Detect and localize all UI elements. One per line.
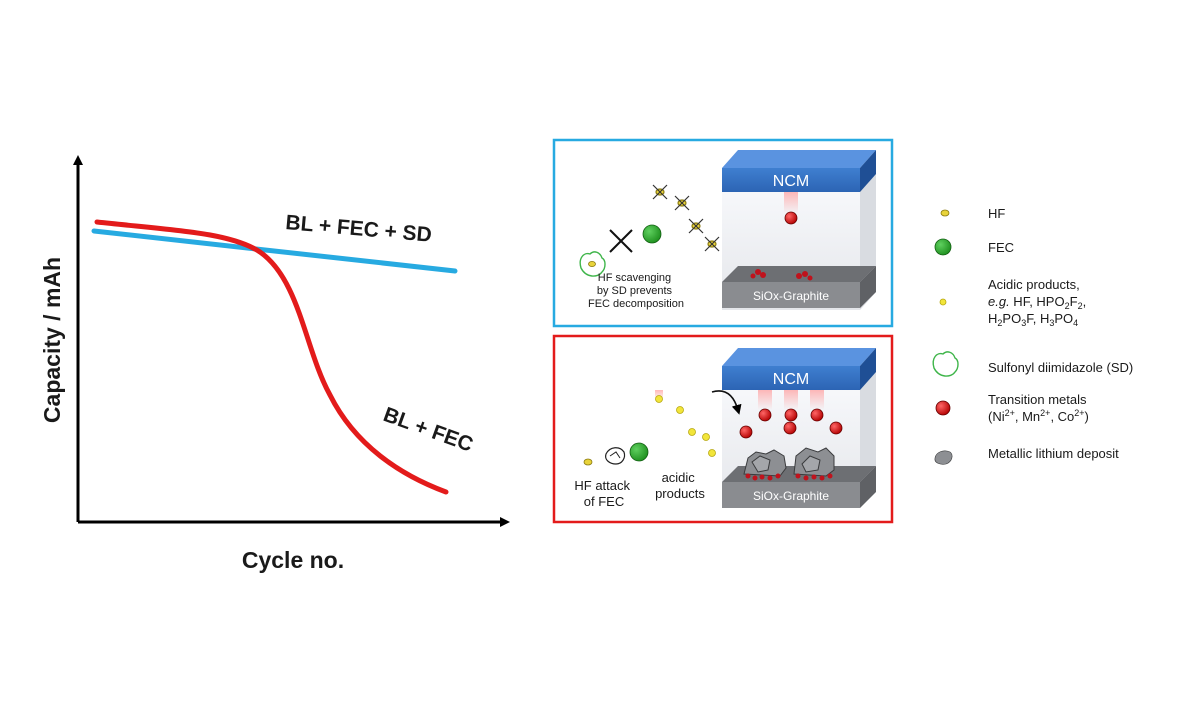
ncm-cathode bbox=[722, 168, 860, 192]
anode-label: SiOx-Graphite bbox=[753, 289, 829, 303]
legend-label-tm-line1: Transition metals bbox=[988, 392, 1087, 407]
transition-metal-icon bbox=[935, 400, 951, 416]
cell-with-sd: NCM SiOx-Graphite bbox=[722, 150, 876, 310]
block-cross-icon bbox=[609, 229, 633, 253]
hf-attack-caption: HF attack of FEC bbox=[574, 478, 633, 509]
red-deposit bbox=[745, 473, 833, 481]
acidic-products-dots bbox=[655, 390, 716, 457]
fec-molecule bbox=[642, 224, 662, 244]
legend-item-transition-metals: Transition metals (Ni2+, Mn2+, Co2+) bbox=[935, 392, 1089, 424]
fec-molecule bbox=[629, 442, 649, 462]
legend-label-acidic-line1: Acidic products, bbox=[988, 277, 1080, 292]
series-label-bl-fec: BL + FEC bbox=[380, 403, 476, 457]
acidic-products-caption: acidic products bbox=[655, 470, 705, 501]
acidic-product-icon bbox=[939, 298, 947, 306]
hf-molecule bbox=[583, 458, 593, 466]
sd-attack-icon bbox=[605, 447, 626, 465]
legend-item-acidic-products: Acidic products, e.g. HF, HPO2F2, H2PO3F… bbox=[939, 277, 1086, 328]
lithium-deposit-icon bbox=[934, 450, 953, 465]
y-axis-label: Capacity / mAh bbox=[39, 257, 65, 423]
legend-label-sd: Sulfonyl diimidazole (SD) bbox=[988, 360, 1133, 375]
red-deposit bbox=[750, 269, 813, 281]
legend-label-acidic-line3: H2PO3F, H3PO4 bbox=[988, 311, 1078, 328]
legend-item-hf: HF bbox=[940, 206, 1005, 221]
x-axis-label: Cycle no. bbox=[242, 547, 344, 573]
scavenging-caption: HF scavenging by SD prevents FEC decompo… bbox=[588, 272, 684, 310]
legend-label-lithium: Metallic lithium deposit bbox=[988, 446, 1119, 461]
transition-metal-ions bbox=[739, 408, 843, 439]
legend-item-sd: Sulfonyl diimidazole (SD) bbox=[932, 351, 1133, 377]
anode-siox-graphite bbox=[722, 282, 860, 308]
panel-with-sd: NCM SiOx-Graphite bbox=[552, 138, 894, 328]
anode-label: SiOx-Graphite bbox=[753, 489, 829, 503]
ncm-cathode bbox=[722, 366, 860, 390]
ncm-label: NCM bbox=[773, 173, 809, 190]
legend-label-hf: HF bbox=[988, 206, 1005, 221]
legend-item-fec: FEC bbox=[934, 238, 1014, 256]
neutralized-hf-group bbox=[652, 184, 720, 252]
legend-item-lithium-deposit: Metallic lithium deposit bbox=[934, 446, 1119, 465]
transition-metal-ion bbox=[784, 211, 798, 225]
series-line-bl-fec-sd bbox=[91, 228, 458, 274]
cell-without-sd: NCM SiOx-Graphite bbox=[722, 348, 876, 508]
capacity-chart: Capacity / mAh Cycle no. BL + FEC + SD B… bbox=[39, 155, 510, 573]
legend-label-tm-line2: (Ni2+, Mn2+, Co2+) bbox=[988, 408, 1089, 424]
series-line-bl-fec bbox=[94, 219, 449, 495]
legend: HF FEC Acidic products, e.g. HF, HPO2F2,… bbox=[932, 206, 1133, 465]
legend-label-acidic-line2: e.g. HF, HPO2F2, bbox=[988, 294, 1086, 311]
hf-icon bbox=[940, 209, 950, 217]
sd-scavenger-icon bbox=[579, 251, 606, 277]
series-label-bl-fec-sd: BL + FEC + SD bbox=[285, 211, 433, 247]
ncm-label: NCM bbox=[773, 371, 809, 388]
fec-icon bbox=[934, 238, 952, 256]
sd-icon bbox=[932, 351, 959, 377]
legend-label-fec: FEC bbox=[988, 240, 1014, 255]
dissolution-arrow bbox=[711, 390, 742, 415]
panel-without-sd: NCM SiOx-Graphite bbox=[552, 334, 894, 524]
anode-siox-graphite bbox=[722, 482, 860, 508]
